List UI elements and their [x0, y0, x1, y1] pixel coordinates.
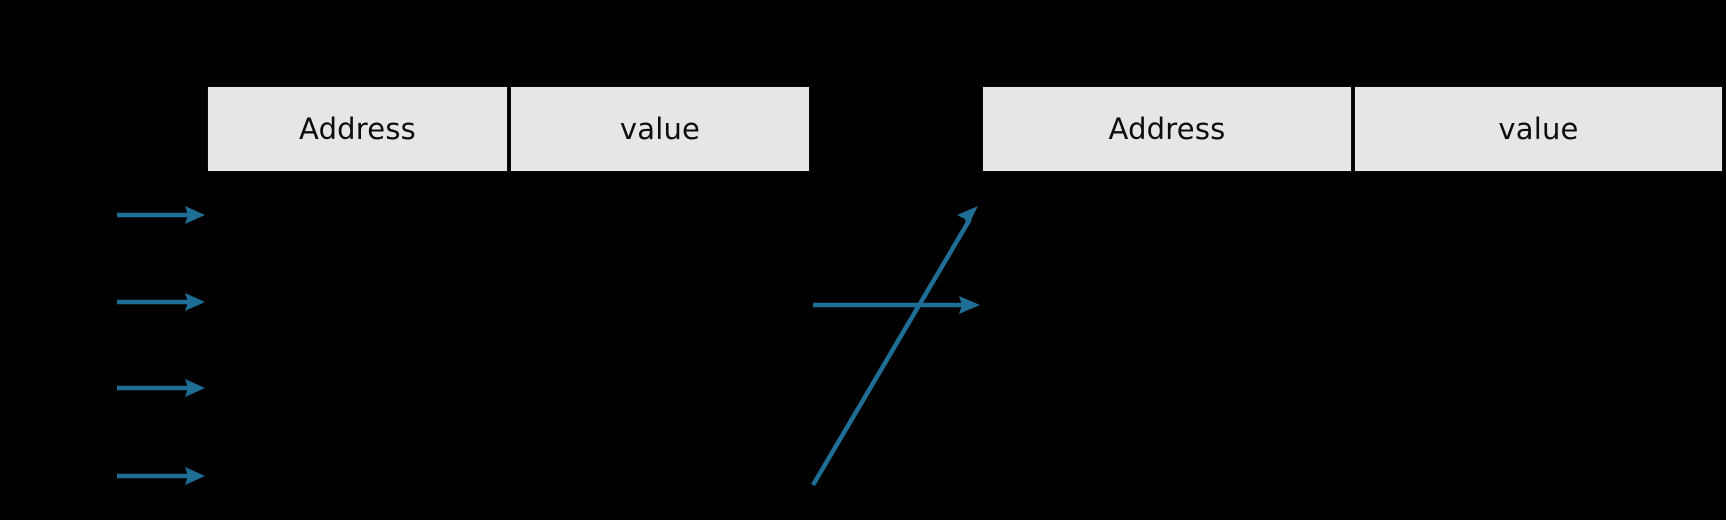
- middle-diagonal-arrow-line: [811, 217, 972, 487]
- left-arrow-3: [117, 379, 205, 397]
- left-arrow-3-head: [185, 379, 205, 397]
- left-table-value-header: value: [510, 86, 810, 172]
- left-arrow-2: [117, 293, 205, 311]
- left-memory-table: Address value: [207, 86, 810, 172]
- right-table-value-header: value: [1354, 86, 1723, 172]
- left-arrow-group: [117, 206, 205, 485]
- middle-diagonal-arrow-head: [957, 206, 978, 228]
- left-arrow-4: [117, 467, 205, 485]
- left-arrow-1-head: [185, 206, 205, 224]
- left-arrow-2-head: [185, 293, 205, 311]
- right-table-address-header: Address: [982, 86, 1352, 172]
- middle-horizontal-arrow-head: [959, 296, 980, 314]
- middle-horizontal-arrow: [813, 296, 980, 314]
- right-memory-table: Address value: [982, 86, 1723, 172]
- middle-arrow-group: [811, 206, 980, 487]
- left-arrow-1: [117, 206, 205, 224]
- left-arrow-4-head: [185, 467, 205, 485]
- middle-diagonal-arrow: [811, 206, 978, 487]
- left-table-address-header: Address: [207, 86, 508, 172]
